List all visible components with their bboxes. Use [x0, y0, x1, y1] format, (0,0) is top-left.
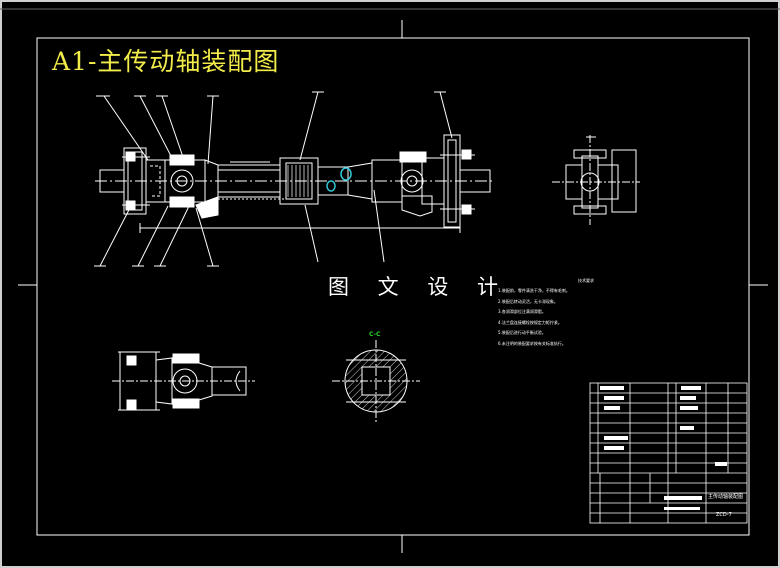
- requirement-line: 3.各润滑部位注满润滑脂。: [498, 309, 546, 314]
- watermark-text: 图 文 设 计: [328, 275, 510, 299]
- cyan-seal-marks: [326, 167, 352, 192]
- title-block-grid: [589, 382, 748, 524]
- title-block-drawing-number: ZCD-7: [716, 512, 732, 518]
- requirement-line: 6.未注明的装配要求按有关标准执行。: [498, 340, 566, 346]
- drawing-title: A1-主传动轴装配图: [52, 47, 280, 76]
- section-c-c-view: [332, 340, 420, 422]
- requirement-line: 2.装配后转动灵活，无卡滞现象。: [498, 298, 558, 304]
- requirement-line: 4.法兰盘连接螺栓按规定力矩拧紧。: [498, 319, 562, 325]
- main-assembly-view: [94, 91, 495, 267]
- flange-detail-view: [112, 351, 255, 411]
- technical-requirements-heading: 技术要求: [578, 278, 594, 283]
- requirement-line: 5.装配后进行动平衡试验。: [498, 330, 546, 335]
- title-block-drawing-name: 主传动轴装配图: [708, 494, 744, 500]
- sheet-border: [18, 20, 768, 553]
- requirement-line: 1.装配前，零件清洗干净，不得有毛刺。: [498, 288, 570, 293]
- technical-requirements: 技术要求 1.装配前，零件清洗干净，不得有毛刺。 2.装配后转动灵活，无卡滞现象…: [498, 278, 594, 349]
- side-end-view: [552, 135, 640, 225]
- section-label: C-C: [369, 331, 381, 338]
